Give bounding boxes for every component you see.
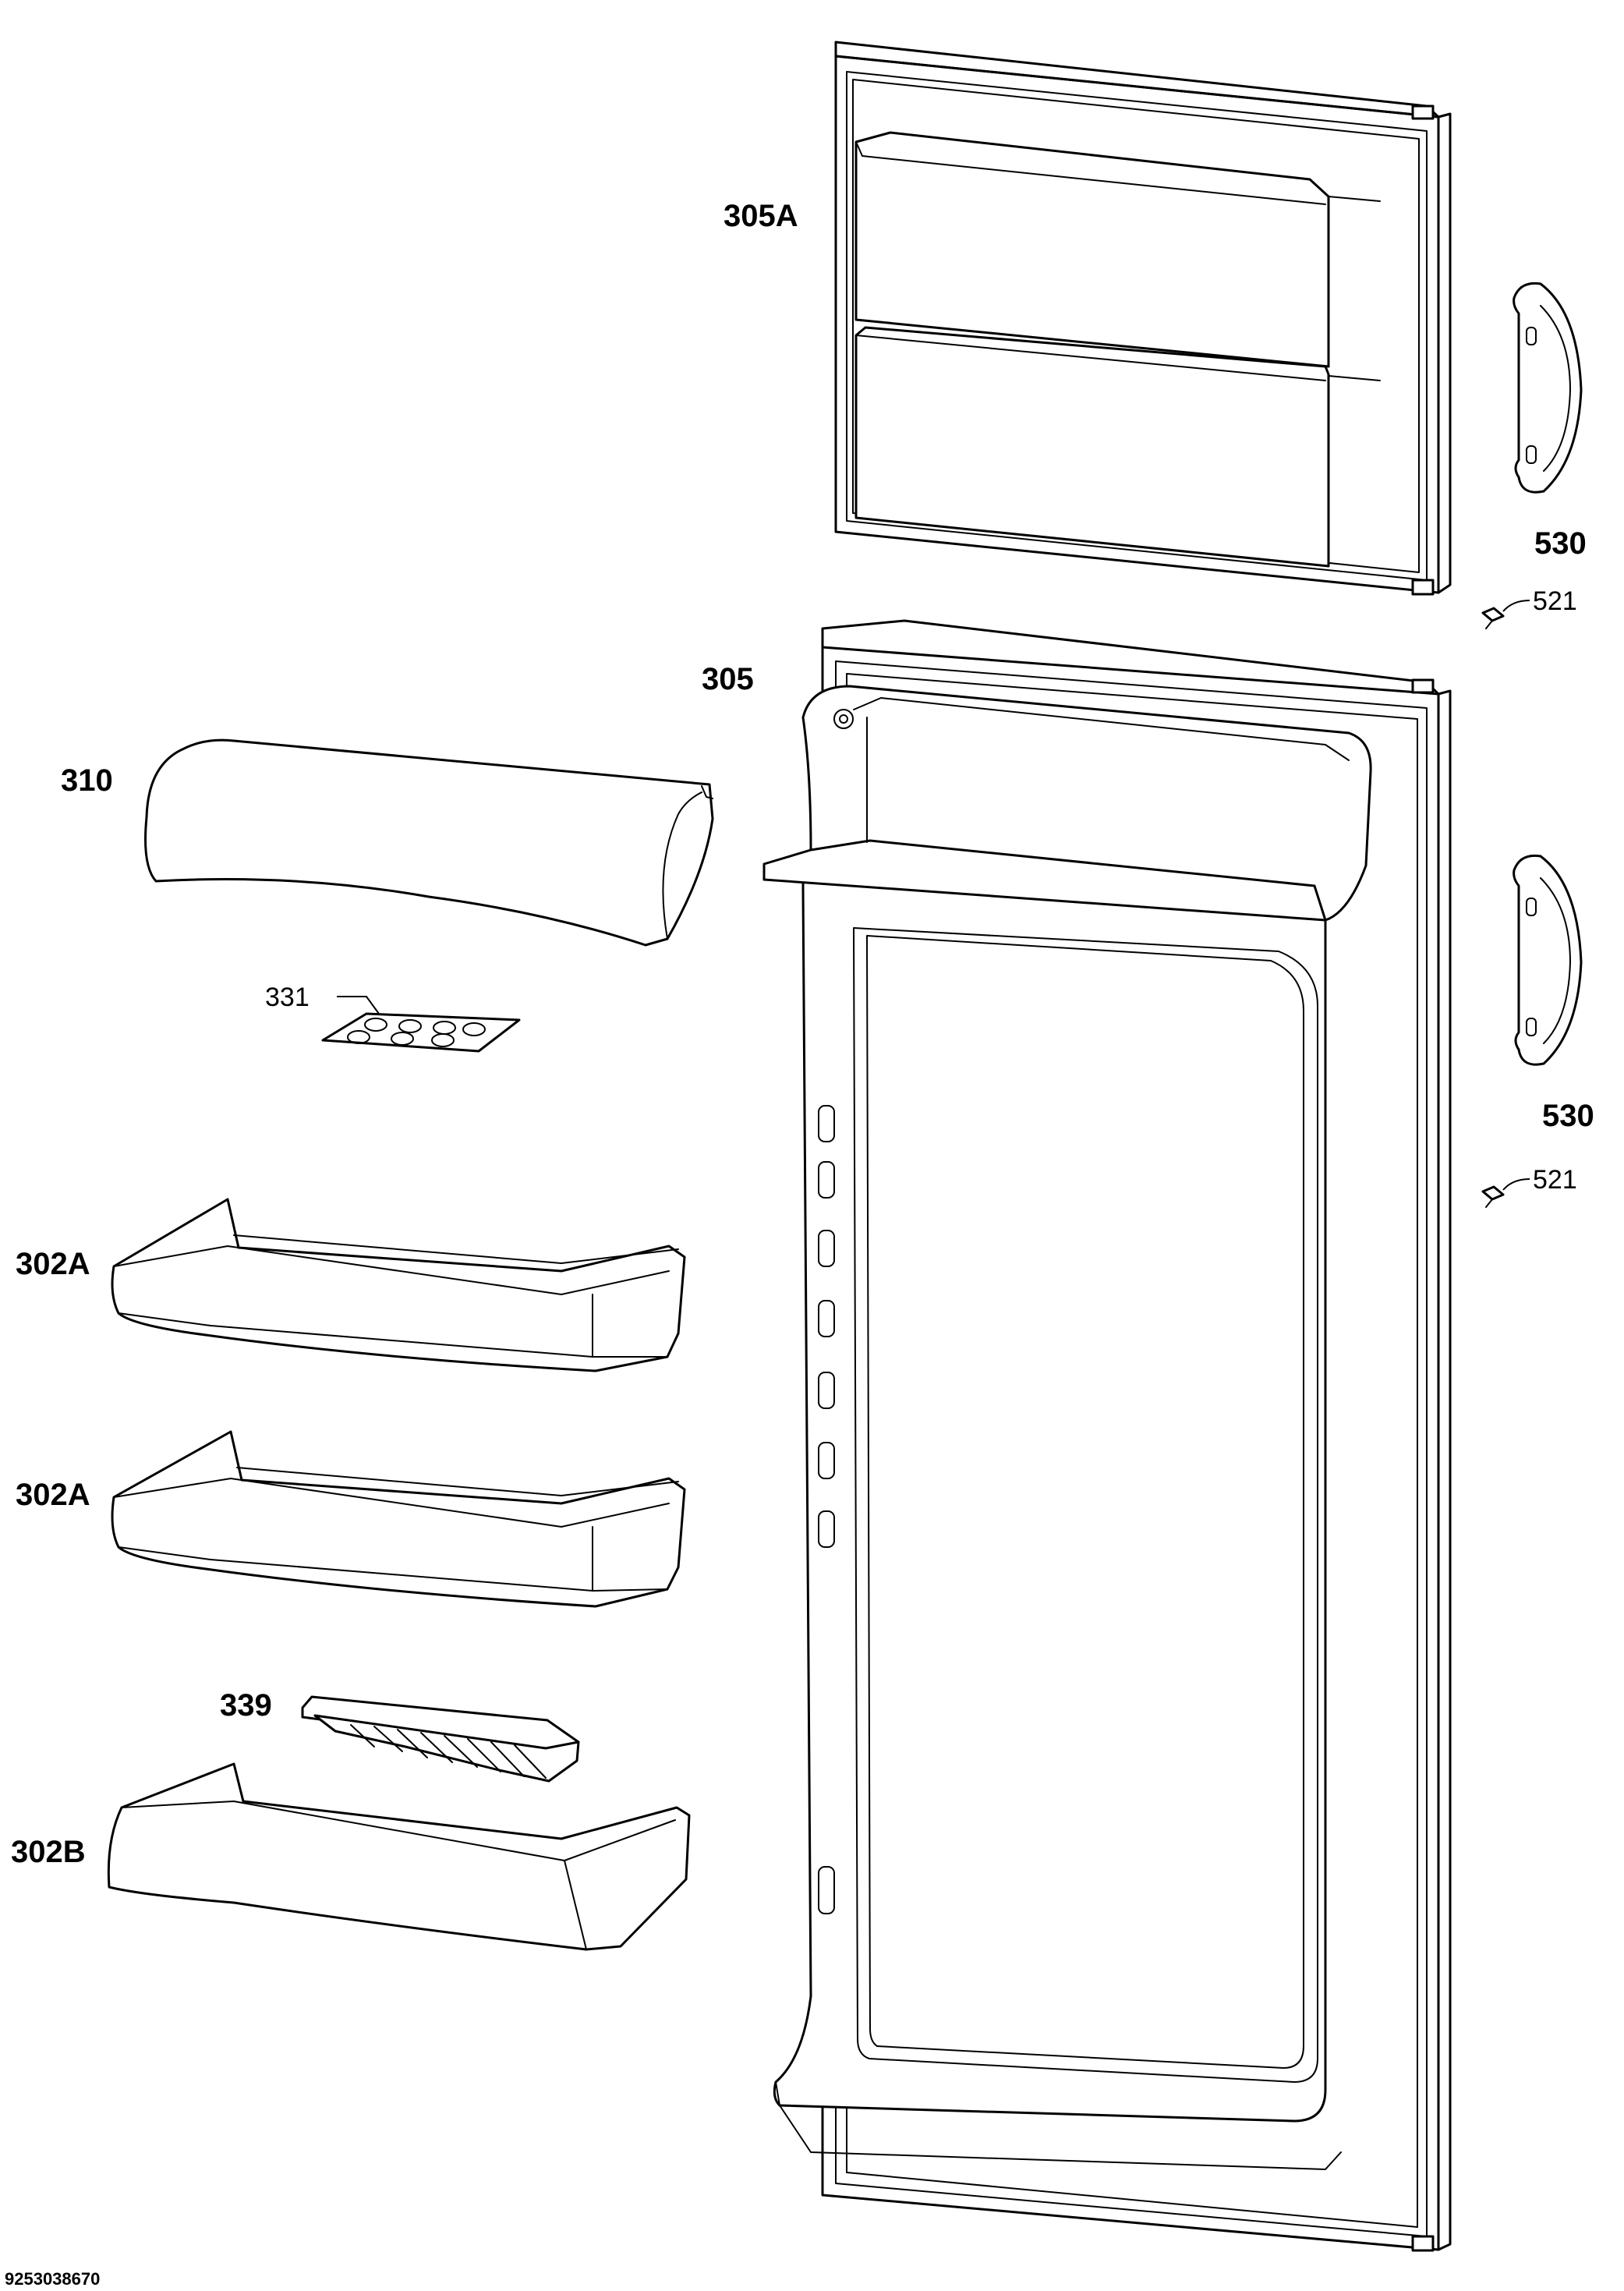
dairy-cover-310 (144, 738, 714, 947)
label-310: 310 (61, 763, 113, 798)
bottle-shelf-302b (107, 1762, 691, 1951)
label-339: 339 (220, 1688, 272, 1723)
screw-lower-521 (1481, 1178, 1530, 1208)
label-305a: 305A (724, 199, 798, 233)
egg-tray-331 (321, 996, 521, 1053)
label-302a-2: 302A (16, 1478, 90, 1512)
label-521-lower: 521 (1533, 1165, 1577, 1195)
bottle-retainer-339 (301, 1695, 580, 1783)
handle-upper-530 (1513, 282, 1583, 494)
door-shelf-302a-1 (111, 1198, 686, 1372)
label-302a-1: 302A (16, 1247, 90, 1281)
door-shelf-302a-2 (111, 1430, 686, 1608)
label-305: 305 (702, 662, 754, 696)
label-331: 331 (265, 983, 310, 1012)
freezer-door-305a (834, 41, 1452, 596)
label-530-upper: 530 (1534, 526, 1587, 561)
fridge-door-305 (762, 619, 1452, 2252)
label-302b: 302B (11, 1835, 86, 1869)
screw-upper-521 (1481, 600, 1530, 629)
handle-lower-530 (1513, 854, 1583, 1066)
label-521-upper: 521 (1533, 586, 1577, 616)
label-530-lower: 530 (1542, 1099, 1594, 1133)
document-code: 9253038670 (5, 2269, 100, 2289)
